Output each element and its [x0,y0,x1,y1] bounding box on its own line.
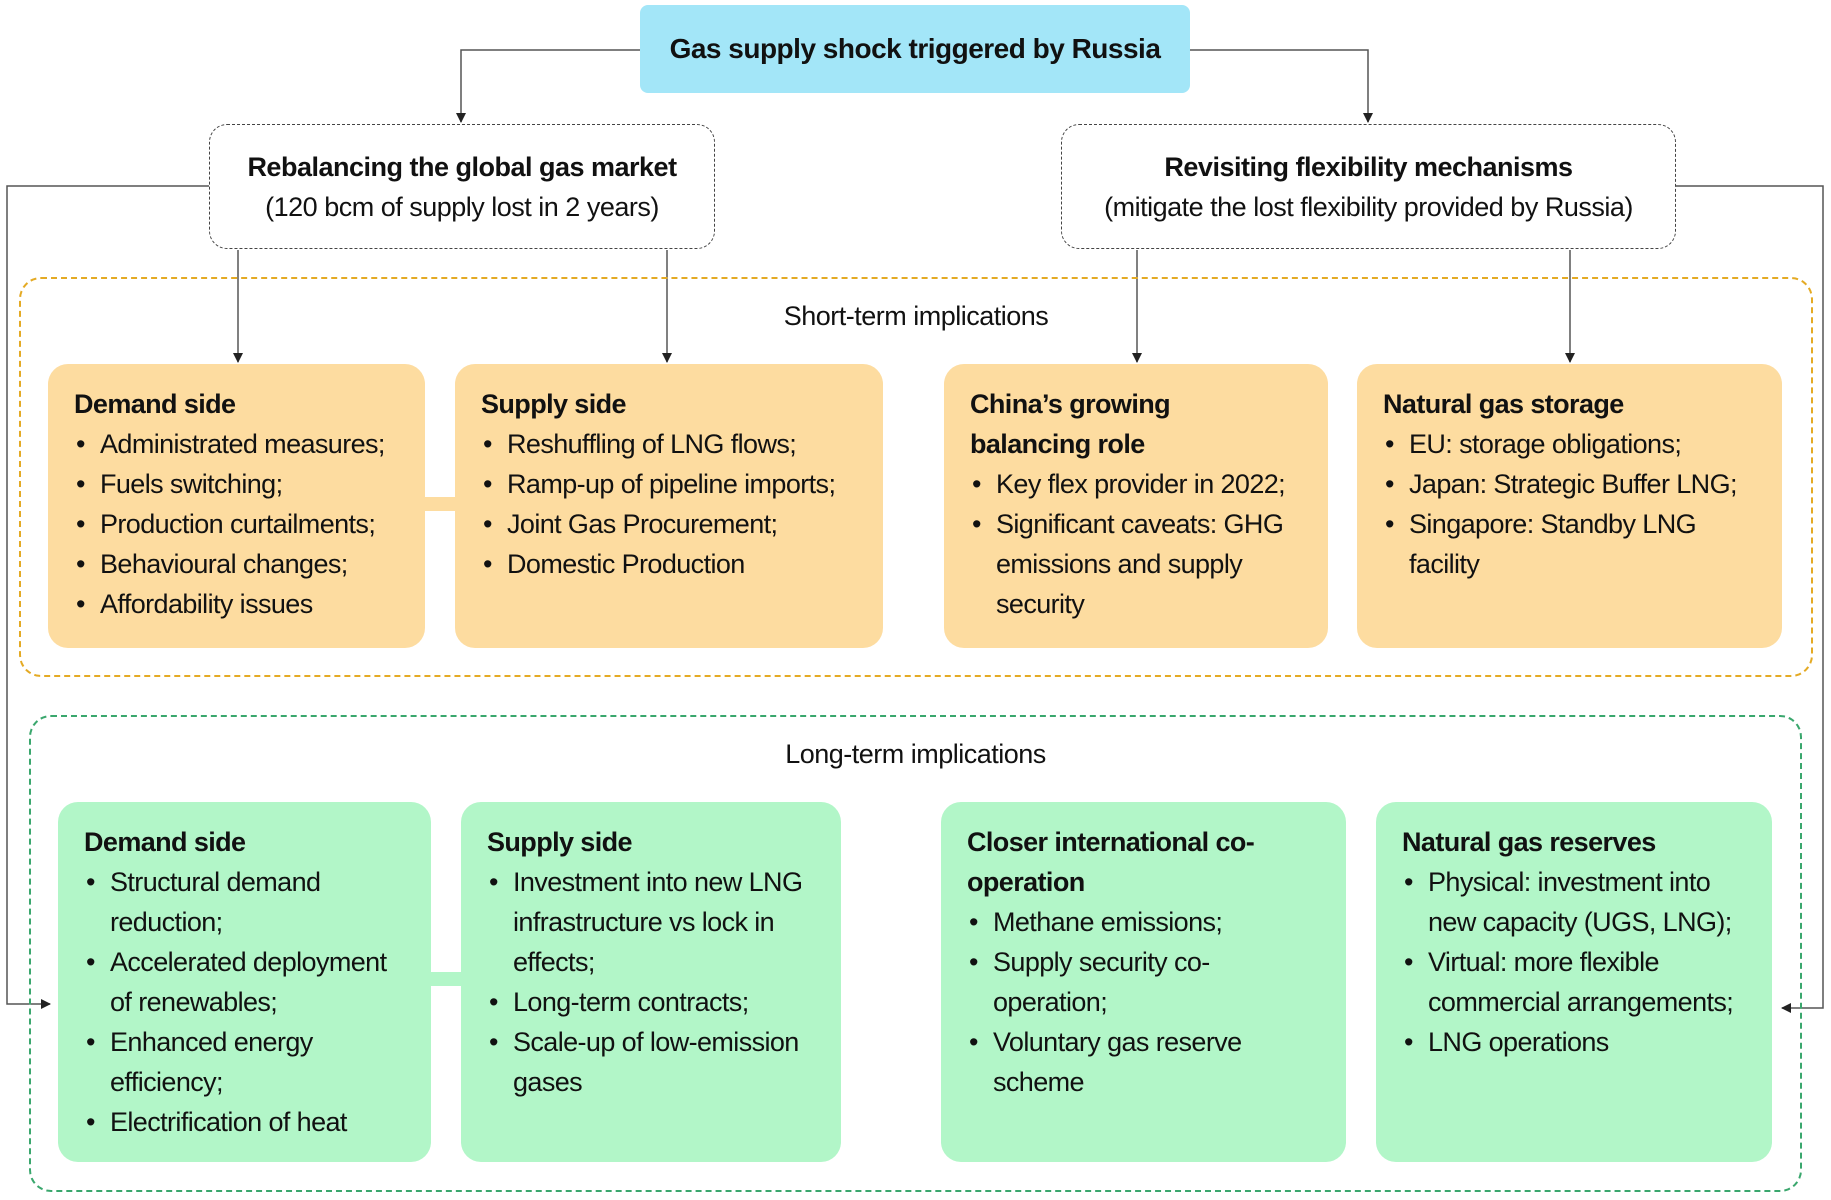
branch-title: Revisiting flexibility mechanisms [1164,151,1573,182]
list-item: Significant caveats: GHG emissions and s… [970,504,1308,624]
connector-top-to-revisiting [1190,49,1373,123]
card-list: Physical: investment into new capacity (… [1402,862,1762,1062]
short-term-card-storage: Natural gas storage EU: storage obligati… [1357,364,1782,648]
connector-top-to-rebalancing [456,49,640,123]
short-term-card-supply: Supply side Reshuffling of LNG flows;Ram… [455,364,883,648]
card-heading: Natural gas storage [1383,389,1624,419]
card-list: Methane emissions;Supply security co-ope… [967,902,1267,1102]
card-heading: Natural gas reserves [1402,827,1656,857]
list-item: Joint Gas Procurement; [481,504,863,544]
long-term-bridge [426,972,466,986]
list-item: Key flex provider in 2022; [970,464,1308,504]
long-term-card-demand: Demand side Structural demand reduction;… [58,802,431,1162]
branch-rebalancing: Rebalancing the global gas market (120 b… [209,124,715,249]
list-item: Ramp-up of pipeline imports; [481,464,863,504]
short-term-label: Short-term implications [783,301,1049,331]
list-item: Domestic Production [481,544,863,584]
list-item: Structural demand reduction; [84,862,404,942]
list-item: Physical: investment into new capacity (… [1402,862,1762,942]
card-list: EU: storage obligations;Japan: Strategic… [1383,424,1762,584]
list-item: Methane emissions; [967,902,1267,942]
list-item: Japan: Strategic Buffer LNG; [1383,464,1762,504]
list-item: EU: storage obligations; [1383,424,1762,464]
list-item: Long-term contracts; [487,982,827,1022]
list-item: Behavioural changes; [74,544,405,584]
short-term-bridge [420,497,460,511]
list-item: Affordability issues [74,584,405,624]
short-term-card-demand: Demand side Administrated measures;Fuels… [48,364,425,648]
root-node: Gas supply shock triggered by Russia [640,5,1190,93]
card-heading: Demand side [84,827,246,857]
card-heading: China’s growing balancing role [970,389,1171,459]
list-item: Virtual: more flexible commercial arrang… [1402,942,1762,1022]
branch-subtitle: (mitigate the lost flexibility provided … [1104,191,1633,222]
card-heading: Supply side [487,827,633,857]
card-heading: Supply side [481,389,627,419]
branch-revisiting: Revisiting flexibility mechanisms (mitig… [1061,124,1676,249]
list-item: Accelerated deployment of renewables; [84,942,404,1022]
root-title: Gas supply shock triggered by Russia [669,33,1161,64]
list-item: Investment into new LNG infrastructure v… [487,862,827,982]
branch-subtitle: (120 bcm of supply lost in 2 years) [265,191,659,222]
card-list: Structural demand reduction;Accelerated … [84,862,404,1142]
card-list: Reshuffling of LNG flows;Ramp-up of pipe… [481,424,863,584]
card-list: Administrated measures;Fuels switching;P… [74,424,405,624]
long-term-label: Long-term implications [785,739,1046,769]
short-term-zone: Short-term implications [19,277,1813,677]
card-list: Key flex provider in 2022;Significant ca… [970,464,1308,624]
list-item: Administrated measures; [74,424,405,464]
list-item: Fuels switching; [74,464,405,504]
list-item: Production curtailments; [74,504,405,544]
list-item: Enhanced energy efficiency; [84,1022,404,1102]
list-item: Scale-up of low-emission gases [487,1022,827,1102]
list-item: Singapore: Standby LNG facility [1383,504,1762,584]
list-item: Supply security co-operation; [967,942,1267,1022]
connector-rebalancing-to-long-term [6,185,209,1009]
list-item: LNG operations [1402,1022,1762,1062]
long-term-card-cooperation: Closer international co-operation Methan… [941,802,1346,1162]
long-term-card-supply: Supply side Investment into new LNG infr… [461,802,841,1162]
card-heading: Demand side [74,389,236,419]
branch-title: Rebalancing the global gas market [247,151,677,182]
card-heading: Closer international co-operation [967,827,1255,897]
long-term-card-reserves: Natural gas reserves Physical: investmen… [1376,802,1772,1162]
short-term-card-china: China’s growing balancing role Key flex … [944,364,1328,648]
list-item: Reshuffling of LNG flows; [481,424,863,464]
connector-revisiting-to-long-term [1676,185,1824,1013]
card-list: Investment into new LNG infrastructure v… [487,862,827,1102]
list-item: Electrification of heat [84,1102,404,1142]
long-term-zone: Long-term implications [29,715,1802,1192]
list-item: Voluntary gas reserve scheme [967,1022,1267,1102]
